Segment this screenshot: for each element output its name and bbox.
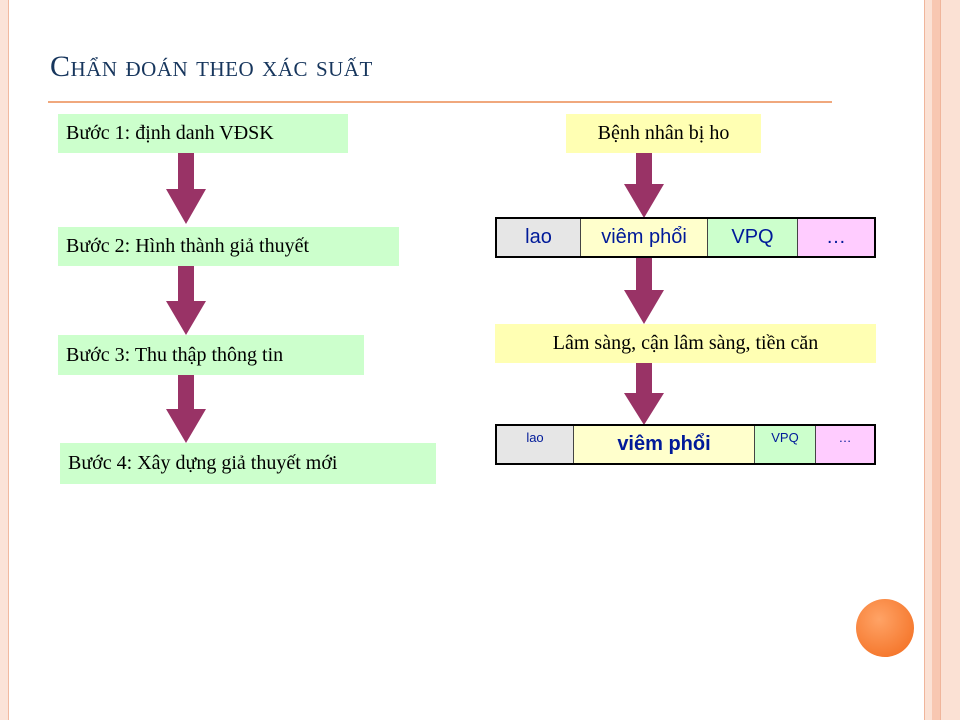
arrow-down-icon: [624, 363, 664, 425]
hypothesis-more: …: [798, 219, 874, 256]
hypothesis-bronchopneumonia: VPQ: [708, 219, 798, 256]
step-2-box: Bước 2: Hình thành giả thuyết: [58, 227, 399, 266]
frame-left-border: [0, 0, 9, 720]
arrow-down-icon: [166, 375, 206, 443]
updated-bronchopneumonia: VPQ: [755, 426, 816, 463]
arrow-down-icon: [166, 153, 206, 224]
frame-right-band: [932, 0, 940, 720]
frame-right-edge: [940, 0, 960, 720]
title-underline: [48, 101, 832, 103]
slide-title: Chẩn đoán theo xác suất: [50, 50, 373, 83]
frame-right-border: [924, 0, 932, 720]
step-1-box: Bước 1: định danh VĐSK: [58, 114, 348, 153]
patient-cough-box: Bệnh nhân bị ho: [566, 114, 761, 153]
clinical-info-box: Lâm sàng, cận lâm sàng, tiền căn: [495, 324, 876, 363]
arrow-down-icon: [166, 266, 206, 335]
arrow-down-icon: [624, 153, 664, 218]
updated-pneumonia: viêm phổi: [574, 426, 755, 463]
decorative-orb: [856, 599, 914, 657]
arrow-down-icon: [624, 258, 664, 324]
hypothesis-tb: lao: [497, 219, 581, 256]
step-4-box: Bước 4: Xây dựng giả thuyết mới: [60, 443, 436, 484]
updated-tb: lao: [497, 426, 574, 463]
hypothesis-strip: lao viêm phổi VPQ …: [495, 217, 876, 258]
step-3-box: Bước 3: Thu thập thông tin: [58, 335, 364, 375]
updated-hypothesis-strip: lao viêm phổi VPQ …: [495, 424, 876, 465]
updated-more: …: [816, 426, 874, 463]
hypothesis-pneumonia: viêm phổi: [581, 219, 708, 256]
